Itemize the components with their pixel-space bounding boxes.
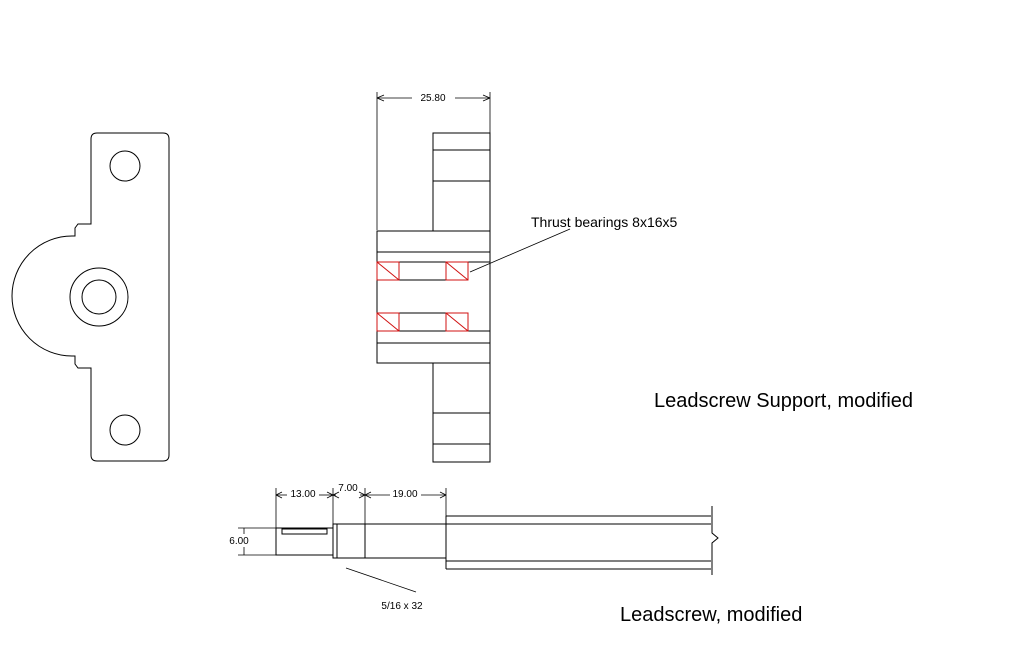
leadscrew-title: Leadscrew, modified [620,604,802,626]
bracket-outline [11,132,170,462]
break-line [711,506,719,575]
dim-leadscrew-c: 19.00 [392,489,417,500]
dim-leadscrew-a: 13.00 [290,489,315,500]
thread-section [332,523,366,559]
boss-outer-ring [69,267,129,327]
thread-note: 5/16 x 32 [381,601,423,612]
thrust-bearing-bottom-right [445,312,469,332]
thrust-bearing-top-right [445,261,469,281]
mount-hole-top [109,150,141,182]
bearing-note: Thrust bearings 8x16x5 [531,214,678,230]
support-side-view: 25.80 [376,92,678,463]
thrust-bearing-bottom-left [376,312,400,332]
bore-hole [81,279,117,315]
keyway [281,528,328,535]
dim-leadscrew-b: 7.00 [338,483,358,494]
support-title: Leadscrew Support, modified [654,390,913,412]
bearing-leader [469,228,571,273]
dim-support-width: 25.80 [420,93,445,104]
thrust-bearing-top-left [376,261,400,281]
mount-hole-bottom [109,414,141,446]
support-front-view [11,132,170,462]
upper-flange [432,132,491,232]
thread-leader [345,567,417,593]
leadscrew-view: 13.00 7.00 19.00 6.00 5/16 x 32 [229,483,719,612]
reduced-end [275,527,334,556]
dim-leadscrew-diameter: 6.00 [229,536,249,547]
